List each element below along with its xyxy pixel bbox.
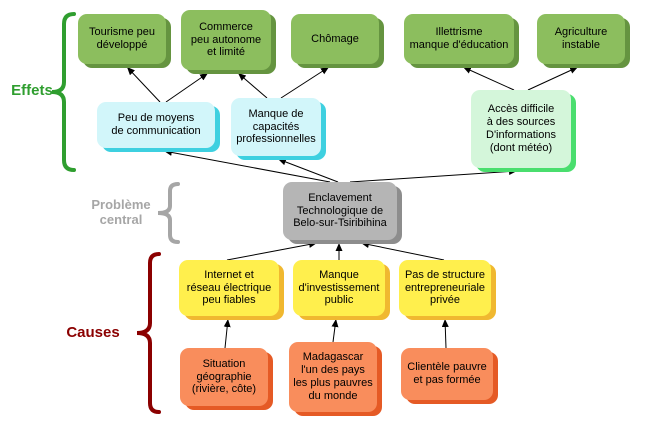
cause-box-entrepreneuriat: Pas de structure entrepreneuriale privée: [399, 260, 491, 316]
cause-box-investissement: Manque d'investissement public: [293, 260, 385, 316]
effects-brace: [51, 12, 76, 172]
cause-box-geographie: Situation géographie (rivière, côte): [180, 348, 268, 406]
arrow: [441, 318, 449, 349]
causes-label: Causes: [66, 324, 120, 341]
effect-box-chomage: Chômage: [291, 14, 379, 64]
arrow: [462, 66, 515, 91]
effect-box-capacites: Manque de capacités professionnelles: [231, 98, 321, 156]
arrow: [165, 72, 209, 103]
arrow: [237, 72, 268, 99]
arrow: [360, 241, 445, 261]
causes-brace: [136, 252, 161, 414]
arrow: [126, 66, 161, 103]
effects-label: Effets: [11, 82, 53, 99]
effect-box-tourisme: Tourisme peu développé: [78, 14, 166, 64]
arrow: [349, 168, 518, 183]
central-problem-label: Problème central: [91, 197, 151, 227]
effect-box-informations: Accès difficile à des sources D'informat…: [471, 90, 571, 168]
arrow: [163, 149, 331, 183]
effect-box-commerce: Commerce peu autonome et limité: [181, 10, 271, 70]
effect-box-communication: Peu de moyens de communication: [97, 102, 215, 148]
arrow: [223, 318, 231, 349]
central-problem-box: Enclavement Technologique de Belo-sur-Ts…: [283, 182, 397, 240]
cause-box-clientele: Clientèle pauvre et pas formée: [401, 348, 493, 400]
effect-box-illettrisme: Illettrisme manque d'éducation: [404, 14, 514, 64]
cause-box-pauvrete: Madagascar l'un des pays les plus pauvre…: [289, 342, 377, 412]
arrow: [280, 66, 330, 99]
cause-box-internet: Internet et réseau électrique peu fiable…: [179, 260, 279, 316]
arrow: [226, 241, 318, 261]
central-brace: [157, 182, 180, 244]
arrow: [331, 318, 339, 343]
arrow: [277, 158, 339, 183]
effect-box-agriculture: Agriculture instable: [537, 14, 625, 64]
arrow: [527, 66, 579, 91]
